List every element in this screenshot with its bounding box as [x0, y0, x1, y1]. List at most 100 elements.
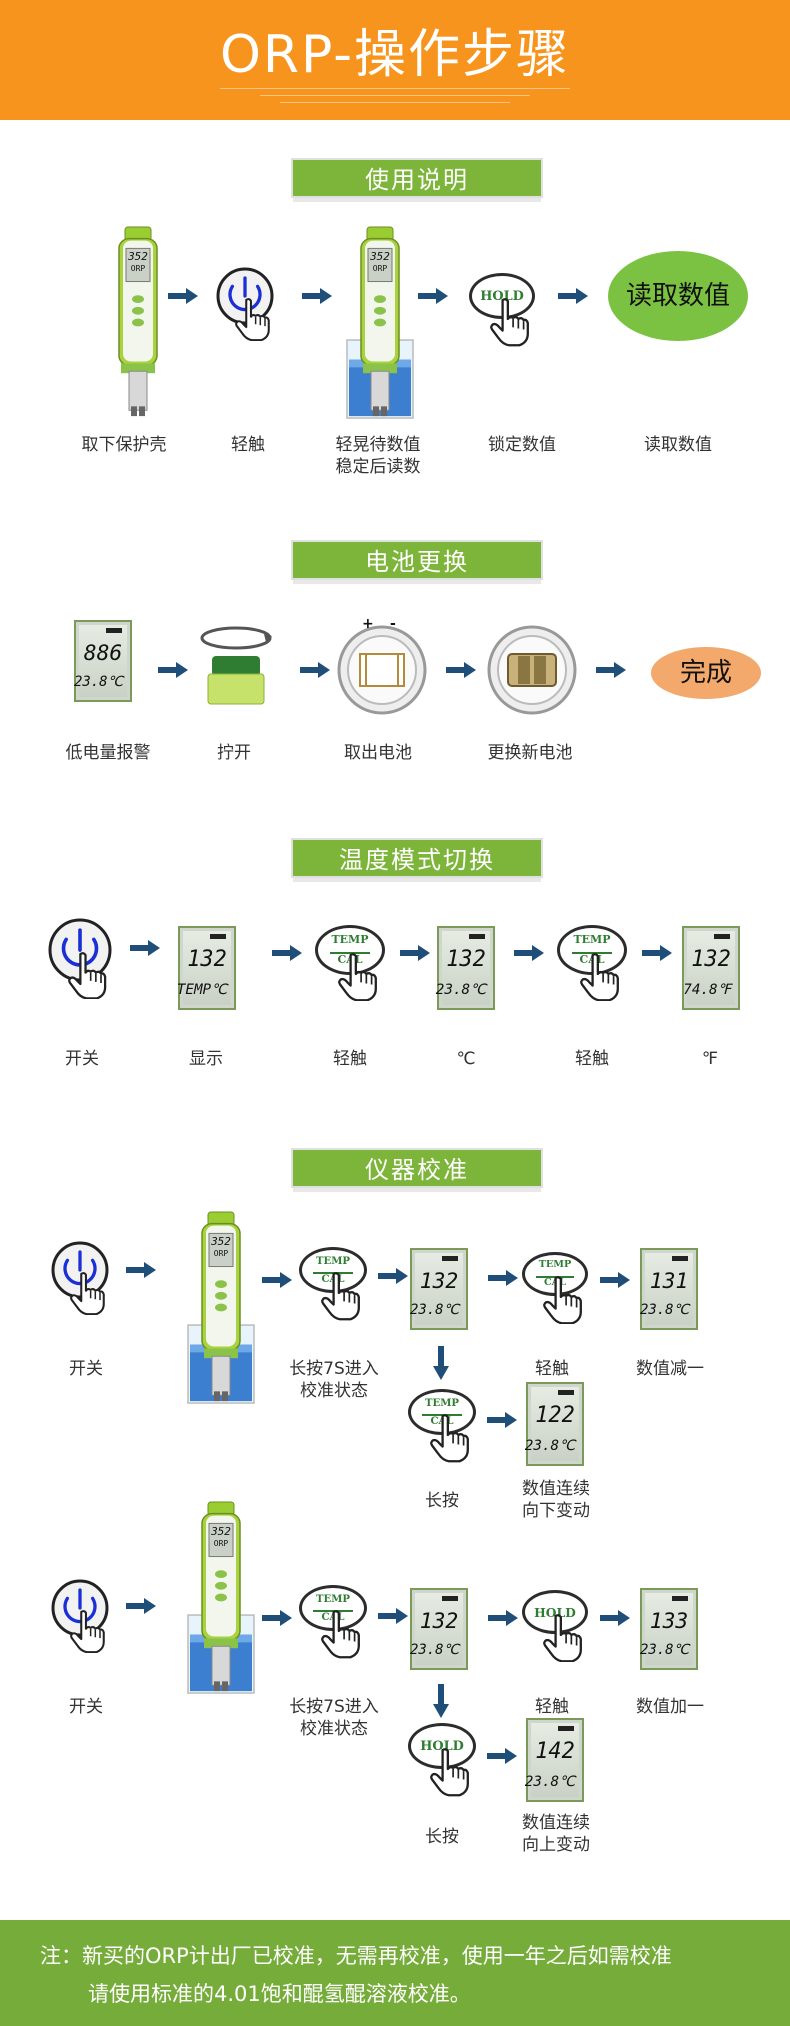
- right-arrow-icon: [514, 945, 544, 961]
- pointing-hand-icon: [69, 1271, 105, 1315]
- lcd-screen: 133 23.8℃: [640, 1593, 693, 1665]
- step-label: 显示: [189, 1049, 223, 1069]
- temp-cal-button-icon: TEMPCAL: [299, 1247, 367, 1293]
- lcd-temp-value: 74.8℉: [683, 981, 732, 998]
- done-badge: 完成: [651, 647, 761, 699]
- step-label: 轻晃待数值 稳定后读数: [335, 435, 421, 477]
- pointing-hand-icon: [580, 952, 619, 1001]
- pointing-hand-icon: [321, 1610, 360, 1659]
- lcd-indicator: [469, 933, 486, 939]
- header-divider: [280, 102, 510, 103]
- lcd-main-value: 132: [691, 947, 731, 973]
- step-label: ℉: [701, 1049, 719, 1069]
- lcd-temp-value: 23.8℃: [524, 1437, 576, 1454]
- down-arrow-icon: [433, 1346, 449, 1380]
- right-arrow-icon: [262, 1272, 292, 1288]
- meter-lcd-value: 352: [128, 250, 148, 264]
- right-arrow-icon: [378, 1608, 408, 1624]
- step-label: 数值连续 向下变动: [522, 1479, 590, 1521]
- temp-label: TEMP: [573, 933, 611, 946]
- orp-meter-icon: [118, 226, 158, 417]
- lcd-temp-value: 23.8℃: [435, 981, 487, 998]
- pointing-hand-icon: [490, 298, 529, 347]
- divider: [535, 1275, 575, 1278]
- lcd-temp-value: 23.8℃: [639, 1641, 690, 1658]
- section-title-battery: 电池更换: [291, 540, 543, 584]
- lcd-indicator: [714, 933, 731, 939]
- temp-label: TEMP: [315, 1592, 351, 1605]
- pointing-hand-icon: [234, 297, 270, 341]
- step-label: 长按7S进入 校准状态: [289, 1697, 379, 1739]
- orp-meter-icon: [187, 1501, 255, 1694]
- meter-lcd-unit: ORP: [372, 264, 388, 274]
- lcd-indicator: [442, 1255, 459, 1261]
- lcd-main-value: 132: [419, 1268, 459, 1294]
- lcd-main-value: 133: [649, 1608, 689, 1634]
- lcd-indicator: [442, 1595, 459, 1601]
- step-label: 长按: [425, 1827, 459, 1847]
- lcd-temp-value: 23.8℃: [73, 673, 124, 690]
- lcd-main-value: 142: [535, 1739, 575, 1765]
- pointing-hand-icon: [543, 1614, 582, 1663]
- lcd-main-value: 122: [535, 1403, 575, 1429]
- orp-meter-icon: [346, 226, 414, 419]
- divider: [329, 951, 371, 954]
- lcd-display: 133 23.8℃: [640, 1588, 698, 1670]
- meter-lcd-value: 352: [370, 250, 390, 264]
- page-title: ORP-操作步骤: [219, 25, 571, 85]
- lcd-display: 132 23.8℃: [410, 1588, 468, 1670]
- section-title-calibration: 仪器校准: [291, 1148, 543, 1192]
- step-label: 轻触: [231, 435, 265, 455]
- meter-lcd-unit: ORP: [130, 264, 146, 274]
- step-label: 拧开: [217, 743, 251, 763]
- footer-note-line1: 注：新买的ORP计出厂已校准，无需再校准，使用一年之后如需校准: [40, 1944, 672, 1968]
- temp-label: TEMP: [538, 1259, 572, 1271]
- lcd-display: 132 74.8℉: [682, 926, 740, 1010]
- meter-lcd-unit: ORP: [213, 1539, 229, 1549]
- step-label: 锁定数值: [488, 435, 556, 455]
- lcd-temp-value: TEMP℃: [176, 981, 228, 998]
- step-label: 开关: [69, 1359, 103, 1379]
- lcd-main-value: 132: [419, 1608, 459, 1634]
- right-arrow-icon: [272, 945, 302, 961]
- right-arrow-icon: [130, 940, 160, 956]
- footer-note-bar: [0, 1920, 790, 2026]
- right-arrow-icon: [488, 1610, 518, 1626]
- divider: [571, 951, 613, 954]
- right-arrow-icon: [126, 1598, 156, 1614]
- right-arrow-icon: [487, 1412, 517, 1428]
- header-banner: [0, 0, 790, 120]
- step-label: 取出电池: [344, 743, 412, 763]
- divider: [313, 1609, 353, 1612]
- right-arrow-icon: [488, 1270, 518, 1286]
- lcd-main-value: 131: [649, 1268, 689, 1294]
- battery-compartment-empty-icon: [337, 625, 427, 715]
- step-label: 数值加一: [636, 1697, 704, 1717]
- pointing-hand-icon: [68, 951, 107, 1000]
- right-arrow-icon: [446, 662, 476, 678]
- lcd-indicator: [558, 1389, 575, 1395]
- header-divider: [260, 95, 530, 96]
- section-title-usage: 使用说明: [291, 158, 543, 202]
- pointing-hand-icon: [430, 1414, 469, 1463]
- step-label: 轻触: [575, 1049, 609, 1069]
- pointing-hand-icon: [338, 952, 377, 1001]
- section-title-temp: 温度模式切换: [291, 838, 543, 882]
- step-label: 开关: [69, 1697, 103, 1717]
- step-label: 数值减一: [636, 1359, 704, 1379]
- step-label: 低电量报警: [65, 743, 151, 763]
- step-label: 长按7S进入 校准状态: [289, 1359, 379, 1401]
- lcd-indicator: [558, 1725, 575, 1731]
- lcd-screen: 122 23.8℃: [525, 1387, 579, 1461]
- meter-lcd-unit: ORP: [213, 1249, 229, 1259]
- right-arrow-icon: [168, 288, 198, 304]
- lcd-temp-value: 23.8℃: [409, 1641, 460, 1658]
- right-arrow-icon: [302, 288, 332, 304]
